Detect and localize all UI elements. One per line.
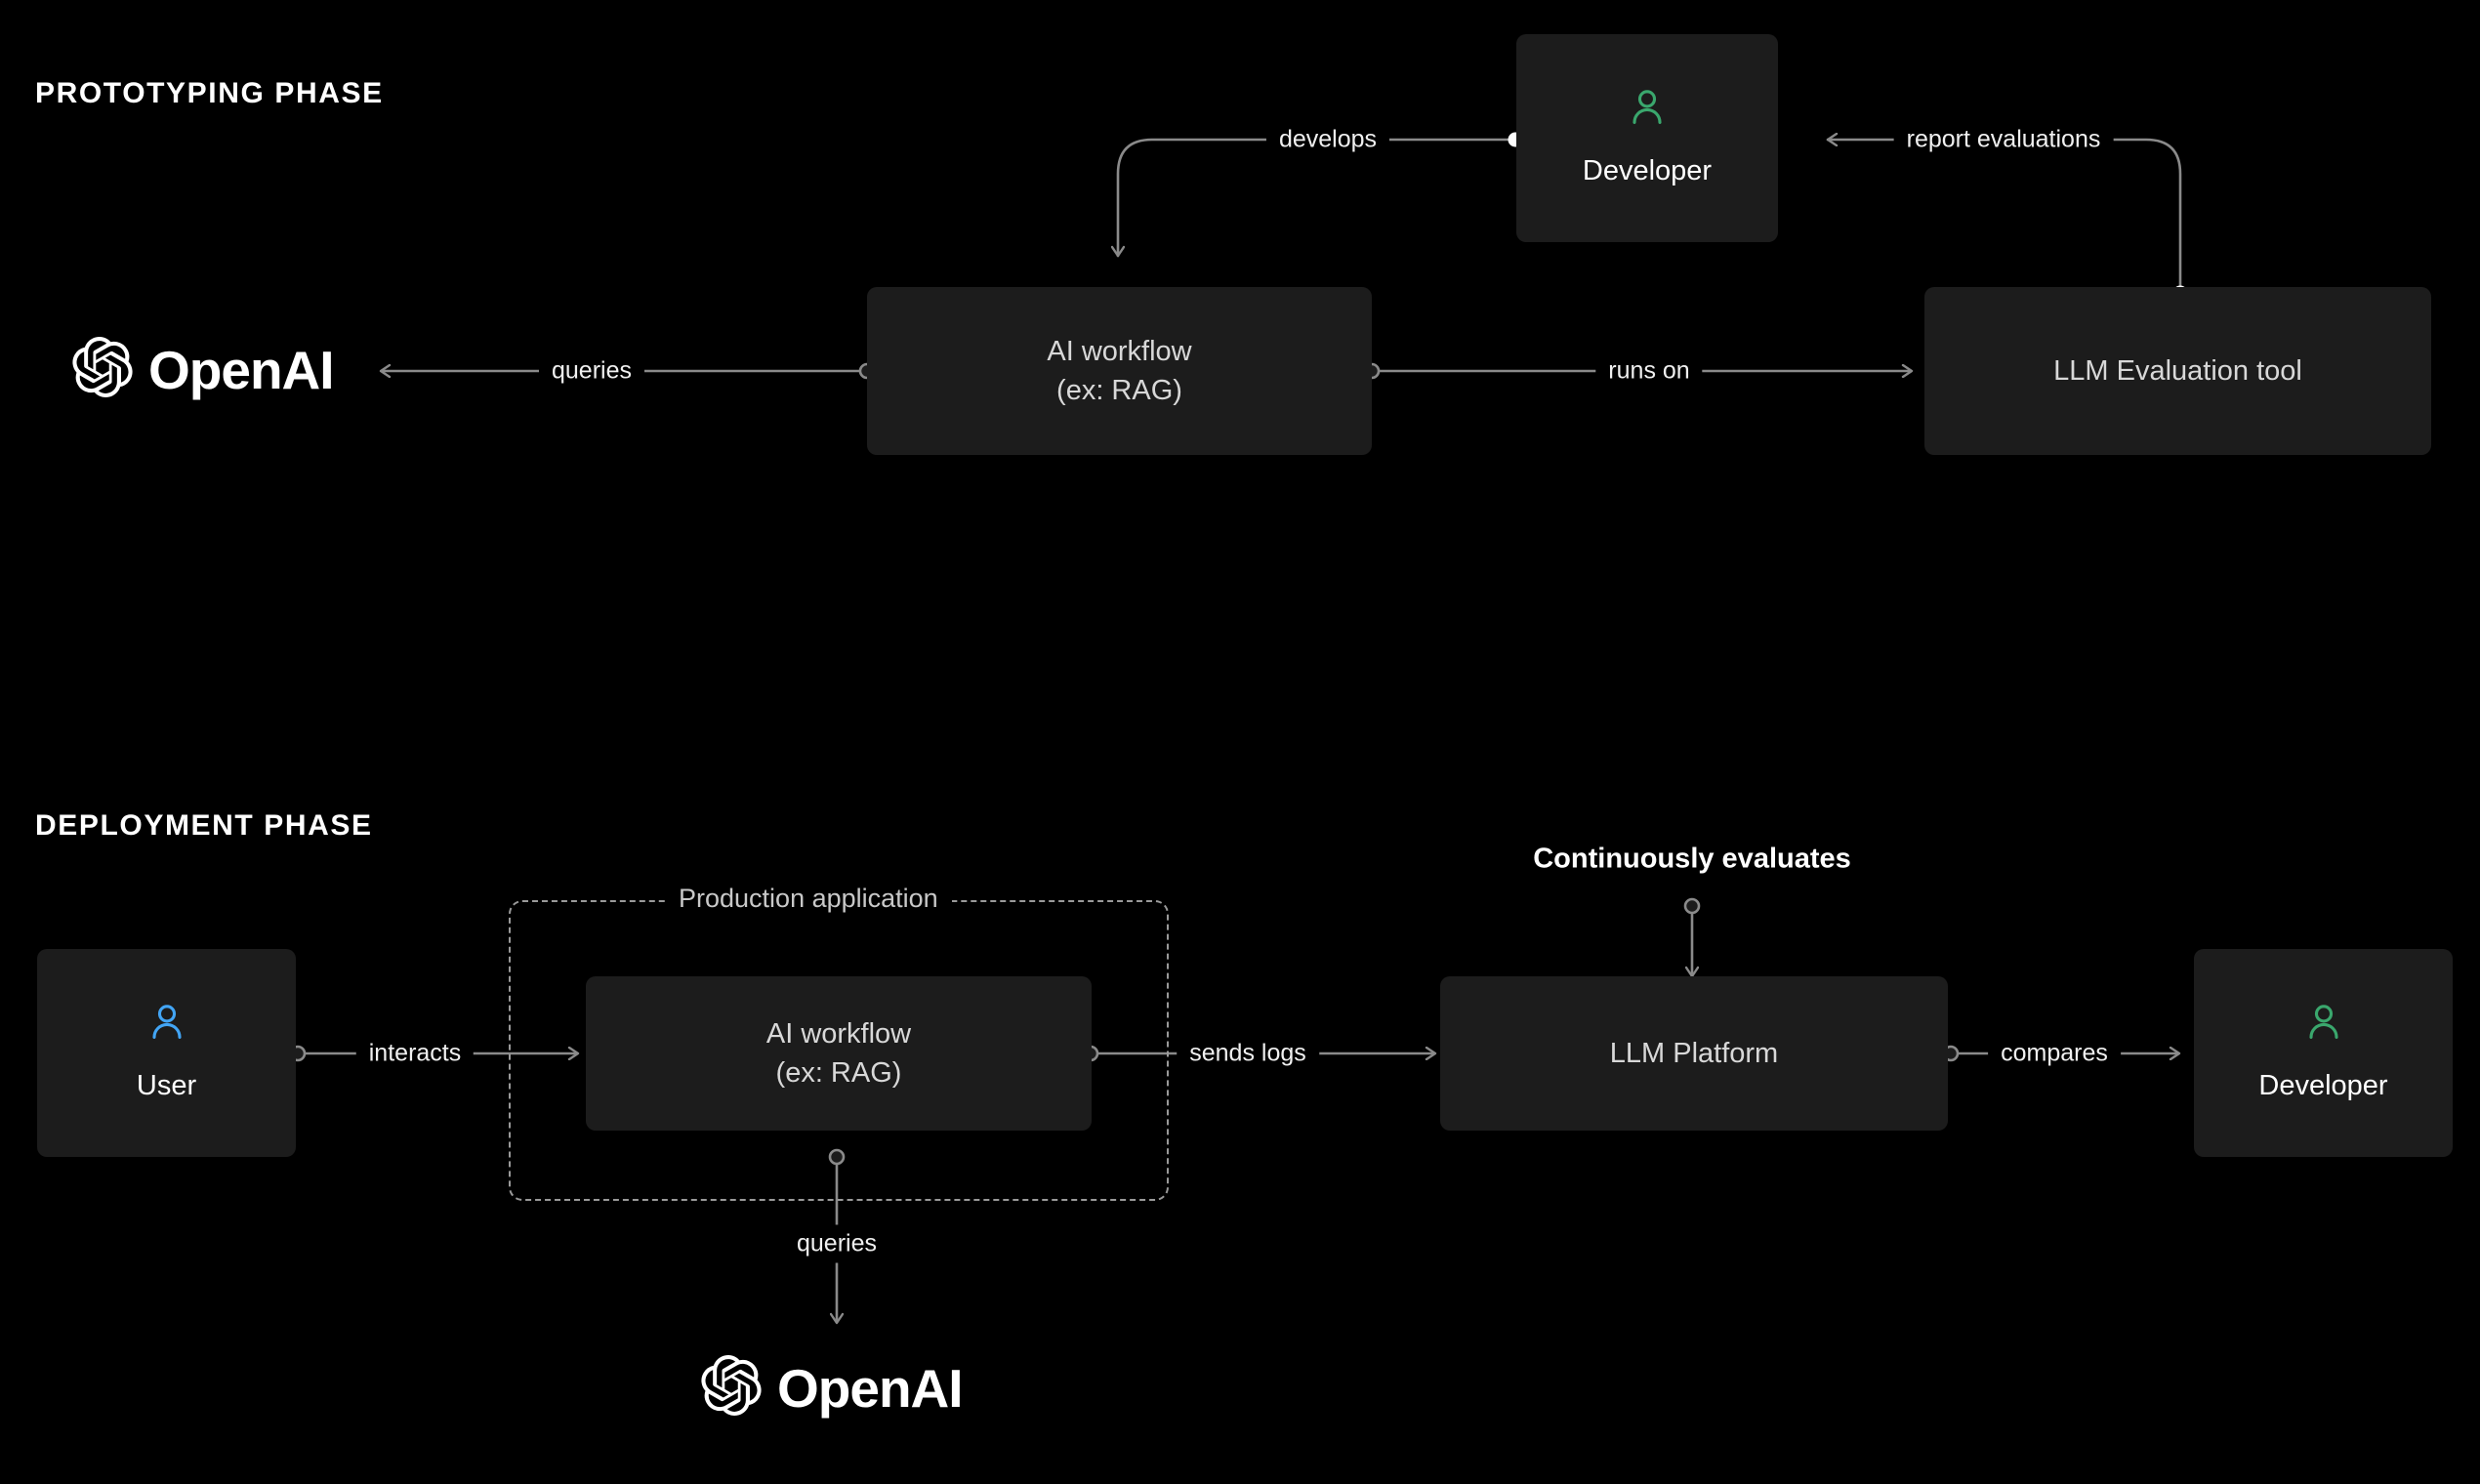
edge-label-runs-on: runs on	[1595, 351, 1703, 391]
node-label: LLM Evaluation tool	[2053, 354, 2302, 387]
edge-label-compares: compares	[1988, 1034, 2121, 1073]
person-icon	[1626, 86, 1669, 134]
phase-title-prototyping: PROTOTYPING PHASE	[35, 77, 384, 109]
node-label: AI workflow (ex: RAG)	[765, 1017, 912, 1089]
node-llm-evaluation-tool[interactable]: LLM Evaluation tool	[1924, 287, 2431, 455]
node-label: Developer	[1582, 154, 1713, 186]
node-developer-deployment[interactable]: Developer	[2194, 949, 2453, 1157]
edge-label-develops: develops	[1265, 120, 1390, 159]
openai-logo-icon	[701, 1355, 762, 1421]
node-ai-workflow-prototyping[interactable]: AI workflow (ex: RAG)	[867, 287, 1372, 455]
person-icon	[2302, 1001, 2345, 1049]
node-label: User	[136, 1069, 197, 1101]
edge-label-report-evaluations: report evaluations	[1893, 120, 2114, 159]
edge-deploy-continuously-evaluates	[1683, 897, 1701, 976]
edge-label-queries-prototyping: queries	[539, 351, 644, 391]
openai-wordmark: OpenAI	[148, 339, 335, 400]
node-llm-platform[interactable]: LLM Platform	[1440, 976, 1948, 1131]
node-ai-workflow-deployment[interactable]: AI workflow (ex: RAG)	[586, 976, 1092, 1131]
edge-label-interacts: interacts	[355, 1034, 475, 1073]
group-title-production-application: Production application	[665, 884, 952, 914]
openai-wordmark: OpenAI	[777, 1357, 964, 1419]
edge-proto-report-evaluations	[1826, 140, 2188, 301]
openai-brand-deployment: OpenAI	[701, 1355, 964, 1421]
edge-label-sends-logs: sends logs	[1177, 1034, 1319, 1073]
node-label: LLM Platform	[1609, 1037, 1779, 1069]
edge-label-queries-deployment: queries	[784, 1224, 889, 1263]
openai-brand-prototyping: OpenAI	[72, 337, 335, 402]
node-developer-prototyping[interactable]: Developer	[1516, 34, 1778, 242]
node-label: AI workflow (ex: RAG)	[1047, 335, 1192, 406]
node-user[interactable]: User	[37, 949, 296, 1157]
node-label: Developer	[2258, 1069, 2388, 1101]
phase-title-deployment: DEPLOYMENT PHASE	[35, 809, 373, 842]
person-icon	[145, 1001, 188, 1049]
annotation-continuously-evaluates: Continuously evaluates	[1523, 841, 1861, 878]
openai-logo-icon	[72, 337, 133, 402]
